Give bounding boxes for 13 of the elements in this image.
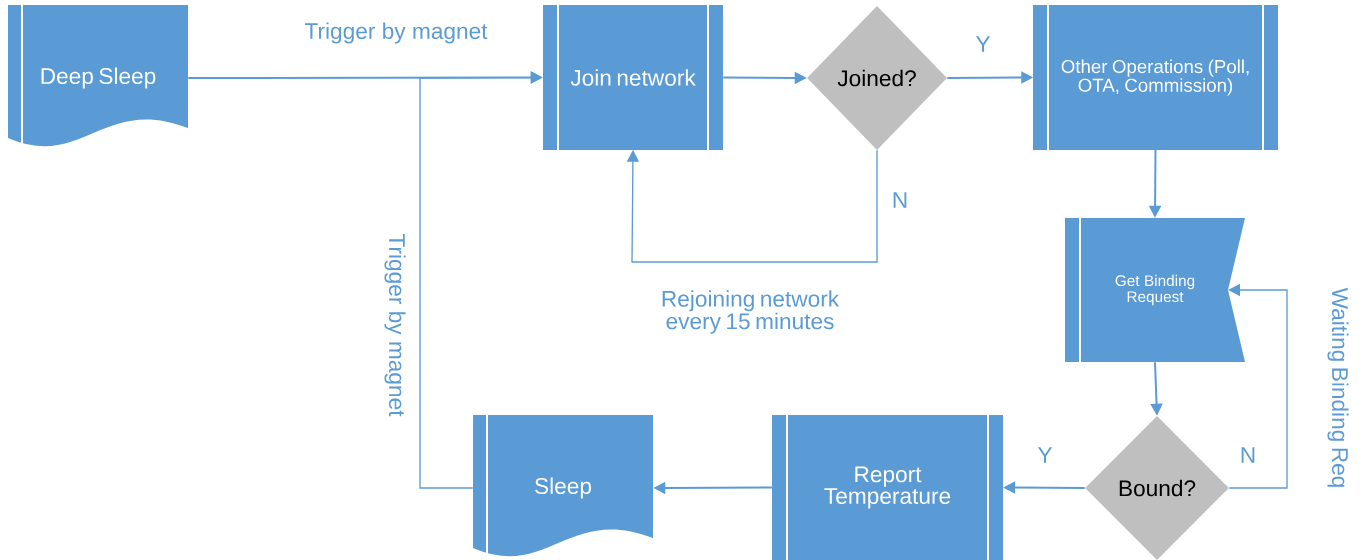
edge-label: Y bbox=[974, 34, 992, 54]
edge-label: Trigger by magnet bbox=[383, 232, 407, 418]
edge-label: N bbox=[890, 190, 910, 210]
process-box: Other Operations (Poll, OTA, Commission) bbox=[1033, 4, 1278, 151]
process-box: Report Temperature bbox=[772, 414, 1003, 560]
note-text: Waiting Binding Req bbox=[1327, 287, 1349, 487]
note-text: Rejoining network every 15 minutes bbox=[662, 290, 840, 334]
process-box: Get Binding Request bbox=[1065, 217, 1245, 363]
edge-label: Trigger by magnet bbox=[303, 21, 489, 45]
edge-label: Y bbox=[1036, 445, 1054, 465]
edge-label: N bbox=[1238, 445, 1258, 465]
process-box: Join network bbox=[543, 4, 723, 151]
arrow bbox=[626, 149, 878, 263]
